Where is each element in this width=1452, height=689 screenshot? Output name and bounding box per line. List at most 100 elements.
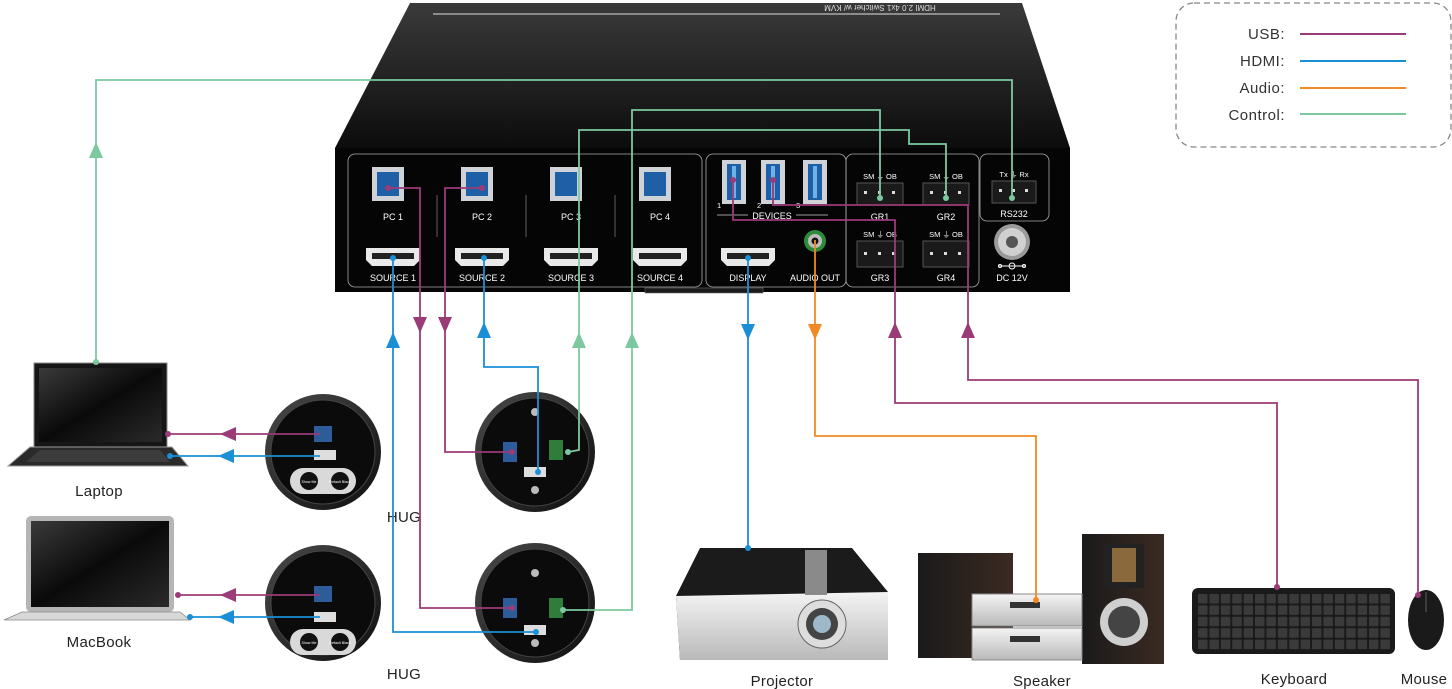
speaker-system: Speaker (918, 534, 1164, 689)
control-cable-laptop-rs232 (95, 79, 1013, 362)
control-cable-rear-top-gr (567, 129, 947, 453)
control-arrow (89, 142, 103, 158)
keyboard-key (1255, 628, 1265, 638)
hug-pod-laptop: Show Me Default Black (265, 394, 381, 510)
keyboard-key (1266, 628, 1276, 638)
keyboard-key (1289, 594, 1299, 604)
switcher-model-text: HDMI 2.0 4x1 Switcher w/ KVM (824, 3, 936, 12)
pc-port-2-label: PC 2 (472, 212, 492, 222)
keyboard-key (1232, 616, 1242, 627)
keyboard-key (1243, 628, 1254, 638)
keyboard-key (1357, 639, 1368, 650)
usb-cable-mouse (772, 178, 1419, 595)
keyboard-key (1380, 616, 1390, 627)
keyboard-key (1266, 616, 1276, 627)
usb-arrow (413, 317, 427, 333)
audio-cables (814, 240, 1037, 600)
gr3-label: GR3 (871, 273, 890, 283)
keyboard-key (1346, 628, 1356, 638)
device-number-1: 1 (717, 201, 721, 210)
keyboard-key (1243, 594, 1254, 604)
macbook-label: MacBook (67, 634, 132, 651)
gr4-terminal[interactable]: SM ⏚ OB GR4 (922, 230, 970, 283)
rs232-pins: Tx ⏚ Rx (999, 170, 1028, 179)
hug-pod-rear-bottom (475, 543, 595, 663)
pc-port-1[interactable]: PC 1 (372, 167, 404, 222)
pc-port-1-label: PC 1 (383, 212, 403, 222)
keyboard-key (1277, 594, 1288, 604)
keyboard-key (1369, 616, 1379, 627)
control-cables (95, 79, 1013, 611)
usb-cable-keyboard (732, 178, 1278, 587)
keyboard-key (1334, 639, 1345, 650)
usb-arrow (438, 317, 452, 333)
source-port-4[interactable]: SOURCE 4 (633, 248, 687, 283)
pc-port-3[interactable]: PC 3 (550, 167, 582, 222)
hug-default-black-button[interactable]: Default Black (329, 641, 350, 645)
keyboard-key (1312, 616, 1322, 627)
rs232-group-frame (979, 153, 1050, 222)
keyboard-key (1220, 594, 1231, 604)
keyboard-key (1323, 616, 1333, 627)
usb-arrow (888, 322, 902, 338)
keyboard-key (1380, 594, 1390, 604)
legend-hdmi-label: HDMI: (1240, 53, 1285, 70)
keyboard-keys (1198, 594, 1390, 650)
mouse: Mouse (1401, 590, 1448, 688)
hug-pod-rear-top (475, 392, 595, 512)
source-port-2-label: SOURCE 2 (459, 273, 505, 283)
hug-show-me-button[interactable]: Show Me (302, 641, 317, 645)
keyboard-key (1198, 639, 1208, 650)
hug-show-me-button[interactable]: Show Me (302, 480, 317, 484)
device-number-2: 2 (757, 201, 761, 210)
hdmi-arrow (477, 322, 491, 338)
keyboard-key (1198, 628, 1208, 638)
dc-power-port[interactable]: DC 12V (994, 224, 1030, 283)
keyboard-key (1220, 605, 1231, 615)
keyboard-key (1277, 605, 1288, 615)
usb-arrow (961, 322, 975, 338)
keyboard-key (1300, 639, 1311, 650)
keyboard-key (1243, 616, 1254, 627)
rs232-label: RS232 (1000, 209, 1028, 219)
laptop-label: Laptop (75, 483, 123, 500)
hug-pod-macbook: Show Me Default Black (265, 545, 381, 661)
keyboard-key (1277, 639, 1288, 650)
pc-port-4[interactable]: PC 4 (639, 167, 671, 222)
device-usb-port-3[interactable] (803, 160, 827, 204)
source-port-3[interactable]: SOURCE 3 (544, 248, 598, 283)
keyboard-key (1243, 605, 1254, 615)
keyboard-key (1255, 605, 1265, 615)
rs232-terminal[interactable]: Tx ⏚ Rx RS232 (991, 170, 1037, 219)
source-port-2[interactable]: SOURCE 2 (455, 248, 509, 283)
gr4-label: GR4 (937, 273, 956, 283)
keyboard-key (1232, 628, 1242, 638)
usb-cables (168, 178, 1419, 609)
mouse-label: Mouse (1401, 671, 1448, 688)
switcher-front-panel (335, 148, 1070, 292)
keyboard-key (1380, 639, 1390, 650)
keyboard-key (1220, 616, 1231, 627)
keyboard-key (1357, 605, 1368, 615)
keyboard-key (1198, 605, 1208, 615)
hug-default-black-button[interactable]: Default Black (329, 480, 350, 484)
keyboard-key (1198, 616, 1208, 627)
switcher-bottom-tab (644, 287, 764, 294)
gr2-label: GR2 (937, 212, 956, 222)
keyboard-key (1357, 628, 1368, 638)
keyboard-key (1312, 605, 1322, 615)
keyboard-key (1266, 594, 1276, 604)
keyboard-key (1300, 628, 1311, 638)
hdmi-cable-source1 (392, 260, 536, 633)
macbook: MacBook (3, 516, 192, 651)
keyboard-key (1209, 594, 1219, 604)
keyboard-key (1369, 594, 1379, 604)
keyboard-key (1255, 616, 1265, 627)
legend-usb-label: USB: (1248, 26, 1285, 43)
connection-dots (93, 177, 1421, 635)
keyboard-key (1232, 639, 1242, 650)
keyboard-key (1323, 628, 1333, 638)
projector-label: Projector (751, 673, 814, 689)
keyboard-label: Keyboard (1261, 671, 1328, 688)
